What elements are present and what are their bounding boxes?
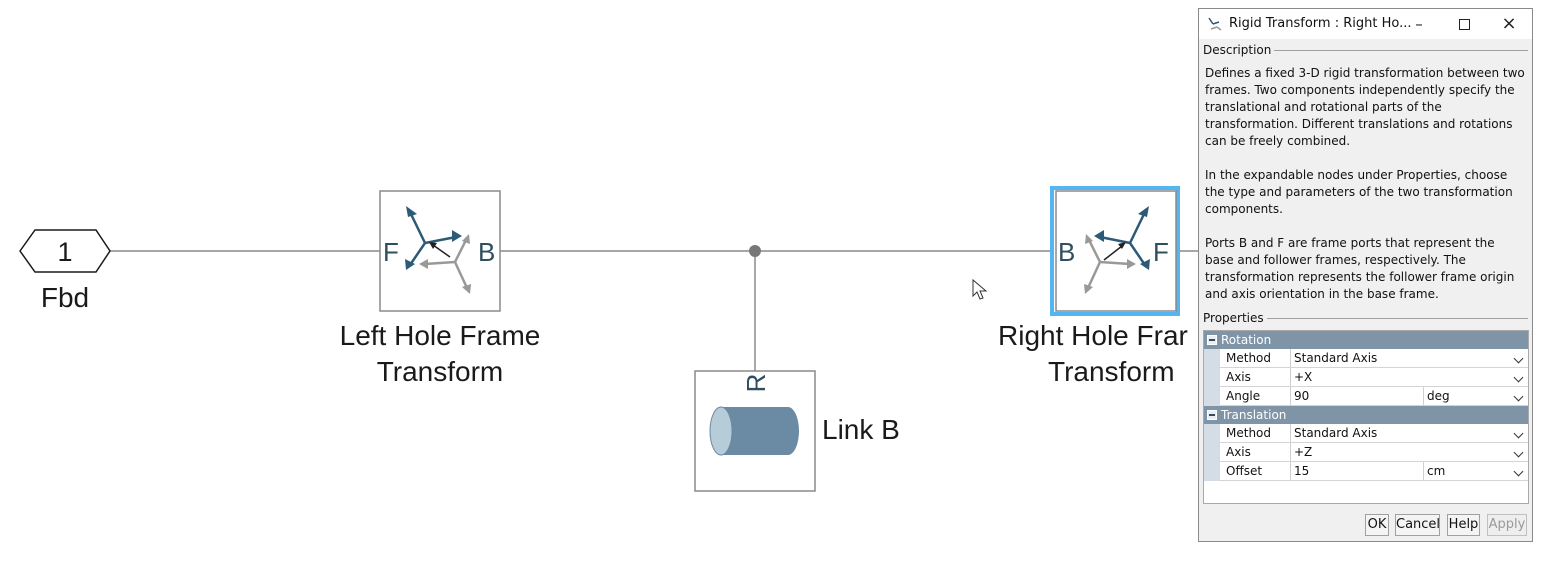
maximize-icon xyxy=(1458,19,1470,30)
translation-offset-row: Offset 15 cm xyxy=(1204,462,1528,481)
chevron-down-icon xyxy=(1513,353,1524,364)
description-text: Defines a fixed 3-D rigid transformation… xyxy=(1205,65,1527,320)
translation-method-row: Method Standard Axis xyxy=(1204,424,1528,443)
translation-method-select[interactable]: Standard Axis xyxy=(1290,424,1528,442)
properties-group-line xyxy=(1263,318,1528,319)
chevron-down-icon xyxy=(1513,391,1524,402)
port-f-label: F xyxy=(1153,237,1169,267)
inport-block[interactable]: 1 xyxy=(19,229,111,273)
rotation-section-header[interactable]: Rotation xyxy=(1204,331,1528,349)
branch-point xyxy=(749,245,761,257)
chevron-down-icon xyxy=(1513,372,1524,383)
rotation-axis-label: Axis xyxy=(1226,370,1251,384)
port-b-label: B xyxy=(478,237,495,267)
port-f-label: F xyxy=(383,237,399,267)
translation-offset-input[interactable]: 15 xyxy=(1290,462,1423,480)
close-button[interactable]: × xyxy=(1501,13,1517,34)
cylinder-icon xyxy=(709,406,799,456)
rotation-method-row: Method Standard Axis xyxy=(1204,349,1528,368)
left-block-label: Left Hole Frame Transform xyxy=(339,320,541,387)
port-b-label: B xyxy=(1058,237,1075,267)
translation-axis-row: Axis +Z xyxy=(1204,443,1528,462)
dialog-title-bar[interactable]: Rigid Transform : Right Ho... – × xyxy=(1199,9,1532,39)
description-paragraph: Ports B and F are frame ports that repre… xyxy=(1205,236,1515,301)
chevron-down-icon xyxy=(1513,428,1524,439)
rigid-transform-icon xyxy=(405,206,471,294)
description-group-line xyxy=(1269,50,1528,51)
right-block-label: Right Hole Frar Transform xyxy=(998,320,1188,387)
rotation-method-label: Method xyxy=(1226,351,1272,365)
mouse-cursor-icon xyxy=(972,278,988,300)
cancel-button[interactable]: Cancel xyxy=(1395,514,1440,536)
description-paragraph: In the expandable nodes under Properties… xyxy=(1205,168,1513,216)
translation-section-header[interactable]: Translation xyxy=(1204,406,1528,424)
rotation-angle-row: Angle 90 deg xyxy=(1204,387,1528,406)
rigid-transform-icon xyxy=(1084,206,1150,294)
rotation-method-select[interactable]: Standard Axis xyxy=(1290,349,1528,367)
rotation-angle-input[interactable]: 90 xyxy=(1290,387,1423,405)
help-button[interactable]: Help xyxy=(1447,514,1480,536)
rotation-axis-select[interactable]: +X xyxy=(1290,368,1528,386)
rotation-angle-unit-select[interactable]: deg xyxy=(1423,387,1528,405)
description-group-label: Description xyxy=(1203,43,1275,57)
link-b-label: Link B xyxy=(822,414,900,445)
property-inspector: Rotation Method Standard Axis Axis +X An… xyxy=(1203,330,1529,504)
translation-offset-label: Offset xyxy=(1226,464,1263,478)
chevron-down-icon xyxy=(1513,466,1524,477)
rotation-angle-label: Angle xyxy=(1226,389,1261,403)
maximize-button[interactable] xyxy=(1444,9,1484,39)
collapse-icon[interactable] xyxy=(1207,410,1217,420)
ok-button[interactable]: OK xyxy=(1365,514,1389,536)
properties-group-label: Properties xyxy=(1203,311,1267,325)
translation-offset-unit-select[interactable]: cm xyxy=(1423,462,1528,480)
right-hole-frame-transform-block[interactable]: B F xyxy=(1050,186,1180,316)
inport-label: Fbd xyxy=(40,282,90,313)
rotation-axis-row: Axis +X xyxy=(1204,368,1528,387)
collapse-icon[interactable] xyxy=(1207,335,1217,345)
translation-axis-select[interactable]: +Z xyxy=(1290,443,1528,461)
left-hole-frame-transform-block[interactable]: F B xyxy=(379,190,501,312)
inport-number: 1 xyxy=(57,237,72,267)
translation-axis-label: Axis xyxy=(1226,445,1251,459)
chevron-down-icon xyxy=(1513,447,1524,458)
dialog-title: Rigid Transform : Right Ho... xyxy=(1229,16,1412,31)
description-paragraph: Defines a fixed 3-D rigid transformation… xyxy=(1205,66,1525,148)
link-b-solid-block[interactable]: R xyxy=(694,370,816,492)
translation-method-label: Method xyxy=(1226,426,1272,440)
rigid-transform-icon xyxy=(1208,17,1222,31)
block-parameters-dialog: Rigid Transform : Right Ho... – × Descri… xyxy=(1198,8,1533,542)
apply-button[interactable]: Apply xyxy=(1487,514,1527,536)
port-r-label: R xyxy=(741,374,771,393)
minimize-button[interactable]: – xyxy=(1415,15,1423,33)
